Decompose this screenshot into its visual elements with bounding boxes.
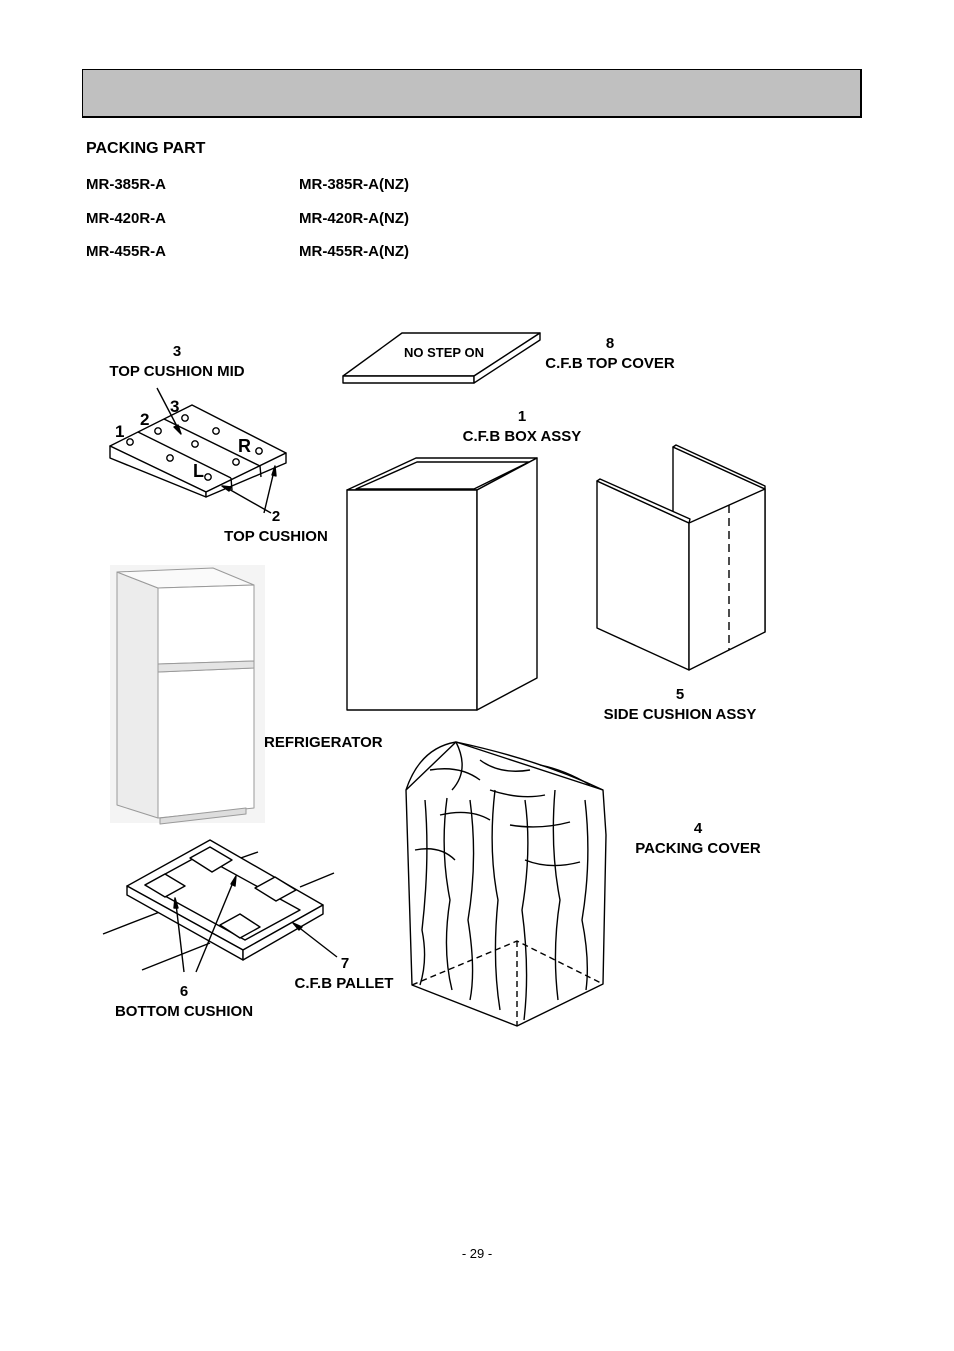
model-number: MR-420R-A	[86, 210, 167, 227]
model-number: MR-385R-A(NZ)	[299, 176, 409, 193]
part-number: 3	[172, 343, 182, 360]
cushion-mark-r: R	[238, 436, 251, 456]
top-cushion-drawing	[109, 387, 287, 514]
label-top-cushion-mid: 3 TOP CUSHION MID	[96, 342, 258, 382]
model-number: MR-385R-A	[86, 176, 167, 193]
part-number: 4	[693, 820, 703, 837]
cushion-mark-3: 3	[170, 397, 179, 416]
part-number: 6	[179, 983, 189, 1000]
page-number: - 29 -	[461, 1246, 493, 1261]
model-number: MR-420R-A(NZ)	[299, 210, 409, 227]
part-number: 8	[605, 335, 615, 352]
box-assy-drawing	[346, 457, 538, 711]
part-number: 5	[675, 686, 685, 703]
cushion-mark-1: 1	[115, 422, 124, 441]
packing-cover-drawing	[405, 741, 607, 1027]
part-name: PACKING COVER	[635, 840, 761, 857]
side-cushion-drawing	[596, 444, 766, 671]
cushion-mark-l: L	[193, 461, 204, 481]
part-number: 2	[271, 508, 281, 525]
section-title: PACKING PART	[86, 140, 206, 157]
part-name: C.F.B TOP COVER	[545, 355, 675, 372]
part-number: 1	[517, 408, 527, 425]
model-number: MR-455R-A	[86, 243, 167, 260]
label-pallet: 7 C.F.B PALLET	[284, 954, 404, 994]
part-name: TOP CUSHION	[224, 528, 328, 545]
label-box-assy: 1 C.F.B BOX ASSY	[442, 407, 602, 447]
top-cover-drawing	[342, 332, 541, 384]
part-name: C.F.B PALLET	[294, 975, 394, 992]
model-number: MR-455R-A(NZ)	[299, 243, 409, 260]
label-packing-cover: 4 PACKING COVER	[622, 819, 774, 859]
part-number: 7	[340, 955, 350, 972]
part-name: TOP CUSHION MID	[109, 363, 245, 380]
refrigerator-drawing	[110, 565, 265, 825]
pallet-drawing	[102, 839, 338, 973]
no-step-on-stamp: NO STEP ON	[404, 345, 484, 360]
part-name: SIDE CUSHION ASSY	[603, 706, 757, 723]
label-bottom-cushion: 6 BOTTOM CUSHION	[104, 982, 264, 1022]
label-top-cushion: 2 TOP CUSHION	[210, 507, 342, 547]
label-top-cover: 8 C.F.B TOP COVER	[530, 334, 690, 374]
cushion-mark-2: 2	[140, 410, 149, 429]
label-side-cushion: 5 SIDE CUSHION ASSY	[590, 685, 770, 725]
part-name: BOTTOM CUSHION	[114, 1003, 254, 1020]
header-bar	[82, 69, 862, 118]
part-name: C.F.B BOX ASSY	[462, 428, 582, 445]
label-refrigerator: REFRIGERATOR	[264, 734, 383, 751]
